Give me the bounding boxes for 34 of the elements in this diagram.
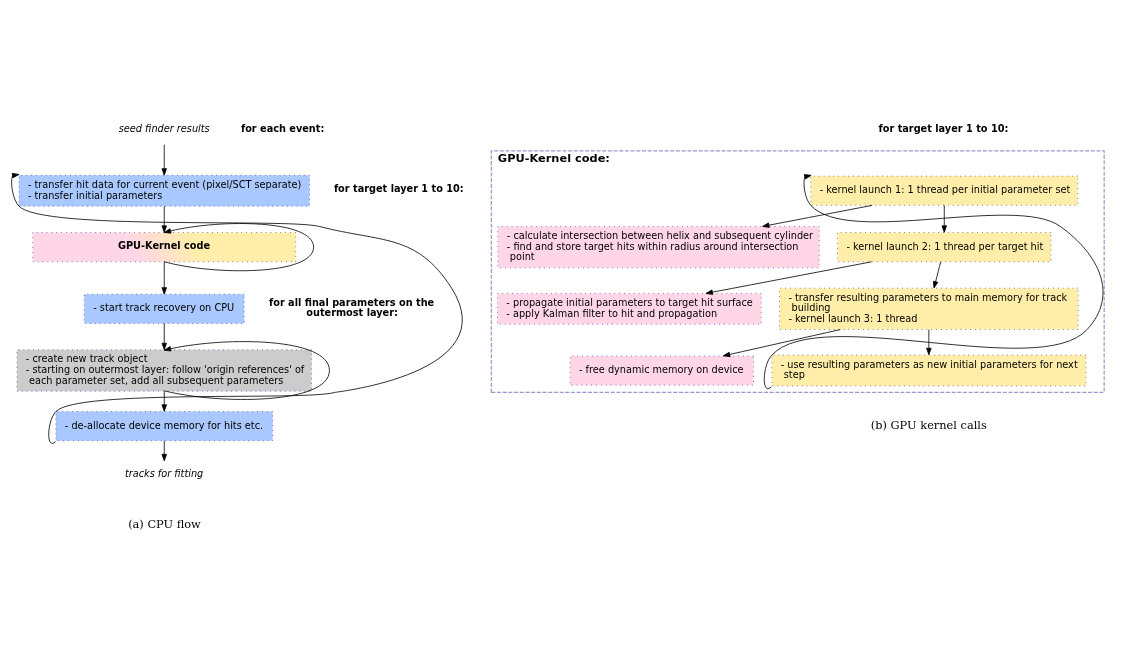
node-box: - start track recovery on CPU <box>83 293 245 324</box>
label: for target layer 1 to 10: <box>878 122 1009 134</box>
node-box: - kernel launch 1: 1 thread per initial parameter set <box>810 175 1079 206</box>
arrow <box>933 261 942 289</box>
arrow <box>762 204 873 228</box>
arrow <box>163 341 330 400</box>
arrow <box>926 329 932 356</box>
node-box: - use resulting parameters as new initial parameters for next step <box>771 354 1087 387</box>
arrow <box>722 329 841 358</box>
node-text: seed finder results <box>118 122 210 134</box>
node-box: GPU-Kernel code <box>32 232 297 263</box>
node-text: tracks for fitting <box>124 468 204 480</box>
arrow <box>161 391 167 412</box>
arrow <box>161 323 167 351</box>
node-box: - create new track object - starting on outermost layer: follow 'origin references' of each parameter set, add all subsequent parameters <box>16 349 312 392</box>
label: for all final parameters on the outermost layer: <box>268 297 435 318</box>
node-box: - de-allocate device memory for hits etc. <box>55 411 273 442</box>
arrow <box>161 144 167 176</box>
node-box: - free dynamic memory on device <box>569 355 754 386</box>
arrow <box>161 261 167 295</box>
label: for each event: <box>240 122 325 134</box>
node-box: - transfer resulting parameters to main memory for track building - kernel launch 3: 1 thread <box>779 287 1079 330</box>
node-box: - kernel launch 2: 1 thread per target hit <box>837 232 1052 263</box>
label: (b) GPU kernel calls <box>870 418 987 433</box>
arrow <box>163 223 314 272</box>
arrow <box>161 440 167 462</box>
node-box: - calculate intersection between helix and subsequent cylinder - find and store target hits within radius around intersection point <box>497 226 820 269</box>
node-box: - propagate initial parameters to target hit surface - apply Kalman filter to hit and propagation <box>497 293 762 325</box>
node-box: - transfer hit data for current event (pixel/SCT separate) - transfer initial parameters <box>18 174 310 207</box>
arrow <box>941 204 947 233</box>
arrow <box>161 205 167 233</box>
arrow <box>705 261 873 295</box>
label: for target layer 1 to 10: <box>333 183 464 195</box>
label: (a) CPU flow <box>128 517 201 532</box>
